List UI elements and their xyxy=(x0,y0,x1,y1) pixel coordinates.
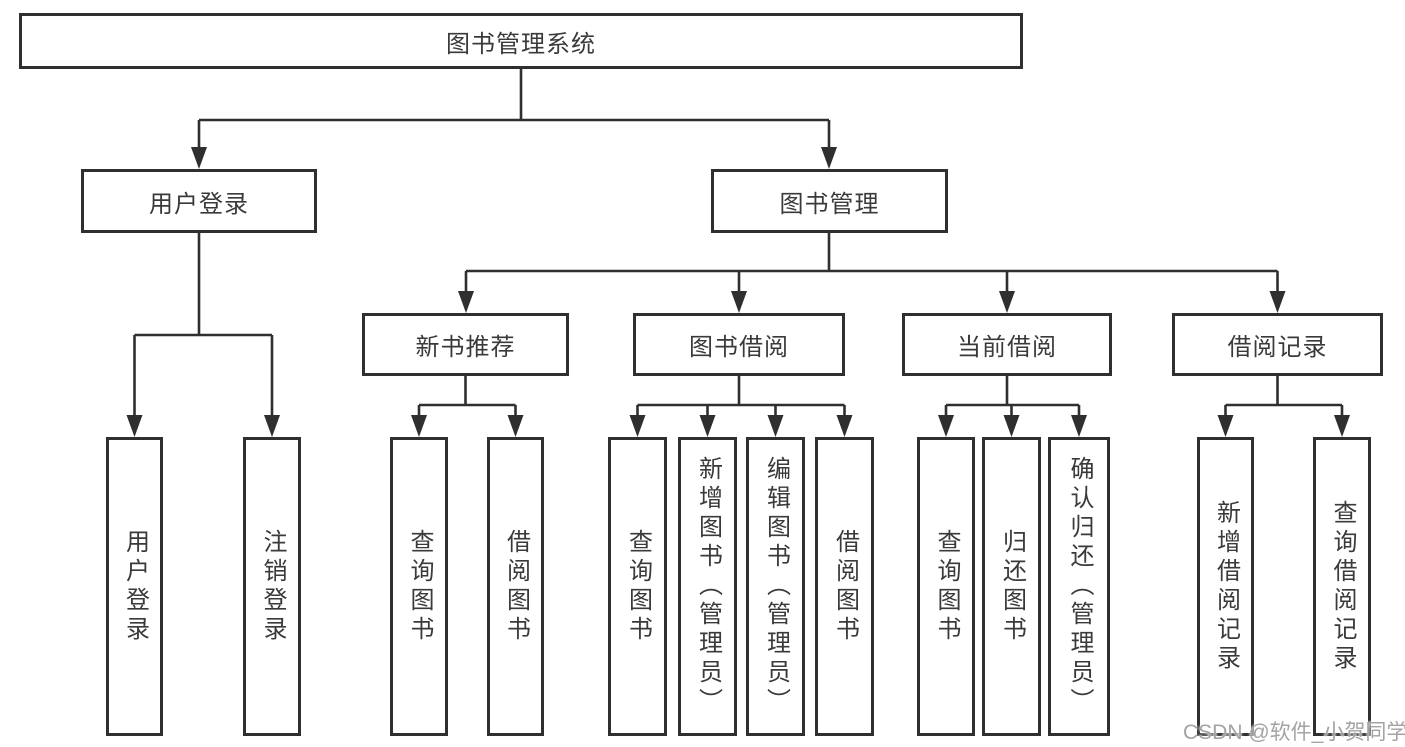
node-new-book-recommend-label: 新书推荐 xyxy=(415,334,516,361)
leaf-edit-books-admin-label: 编辑图书（管理员） xyxy=(762,456,790,717)
leaf-add-books-admin: 新增图书（管理员） xyxy=(678,437,737,736)
node-library-system-label: 图书管理系统 xyxy=(446,30,596,58)
leaf-confirm-return-admin-label: 确认归还（管理员） xyxy=(1066,456,1093,717)
leaf-logout: 注销登录 xyxy=(243,437,301,736)
node-user-login: 用户登录 xyxy=(81,169,317,233)
wire-book-borrow-split xyxy=(636,376,846,419)
wire-user-login-split xyxy=(133,233,274,419)
wire-root-split xyxy=(197,68,831,149)
wire-new-book-split xyxy=(417,376,517,419)
leaf-query-borrow-record-label: 查询借阅记录 xyxy=(1329,499,1356,674)
leaf-borrow-books-label: 借阅图书 xyxy=(831,528,859,645)
node-book-management: 图书管理 xyxy=(711,169,948,233)
leaf-query-books-current-label: 查询图书 xyxy=(933,528,960,645)
node-borrow-records: 借阅记录 xyxy=(1172,313,1383,376)
wire-borrow-record-split xyxy=(1224,376,1344,419)
leaf-return-books: 归还图书 xyxy=(982,437,1041,736)
leaf-add-borrow-record-label: 新增借阅记录 xyxy=(1212,499,1240,674)
leaf-user-login: 用户登录 xyxy=(106,437,163,736)
leaf-query-books-recommend-label: 查询图书 xyxy=(406,528,433,645)
leaf-query-books-current: 查询图书 xyxy=(917,437,975,736)
leaf-query-books-recommend: 查询图书 xyxy=(390,437,448,736)
leaf-confirm-return-admin: 确认归还（管理员） xyxy=(1048,437,1110,736)
node-library-system: 图书管理系统 xyxy=(19,13,1023,69)
leaf-query-books-borrowing: 查询图书 xyxy=(608,437,667,736)
leaf-query-books-borrowing-label: 查询图书 xyxy=(624,528,652,645)
node-book-borrowing-label: 图书借阅 xyxy=(689,334,789,361)
leaf-user-login-label: 用户登录 xyxy=(121,528,149,645)
leaf-add-borrow-record: 新增借阅记录 xyxy=(1197,437,1254,736)
node-current-borrowing: 当前借阅 xyxy=(902,313,1112,376)
leaf-query-borrow-record: 查询借阅记录 xyxy=(1313,437,1371,736)
arrowheads xyxy=(126,147,1350,437)
node-new-book-recommend: 新书推荐 xyxy=(362,313,569,376)
wire-book-mgmt-split xyxy=(464,233,1279,293)
leaf-borrow-books: 借阅图书 xyxy=(815,437,874,736)
node-borrow-records-label: 借阅记录 xyxy=(1227,334,1328,361)
node-book-borrowing: 图书借阅 xyxy=(633,313,845,376)
node-current-borrowing-label: 当前借阅 xyxy=(957,334,1057,361)
leaf-borrow-books-recommend: 借阅图书 xyxy=(487,437,544,736)
node-book-management-label: 图书管理 xyxy=(779,190,880,218)
leaf-return-books-label: 归还图书 xyxy=(998,528,1026,645)
leaf-borrow-books-recommend-label: 借阅图书 xyxy=(502,528,530,645)
leaf-logout-label: 注销登录 xyxy=(259,528,286,645)
leaf-edit-books-admin: 编辑图书（管理员） xyxy=(746,437,805,736)
wire-current-borrow-split xyxy=(944,376,1081,419)
node-user-login-label: 用户登录 xyxy=(149,190,249,218)
leaf-add-books-admin-label: 新增图书（管理员） xyxy=(694,456,722,717)
